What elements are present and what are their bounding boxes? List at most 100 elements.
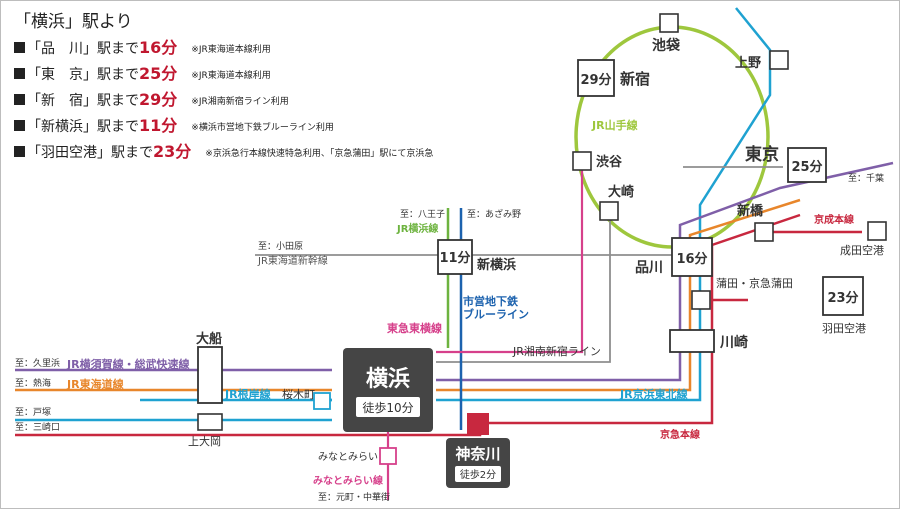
- info-row-note: ※京浜急行本線快速特急利用、「京急蒲田」駅にて京浜急: [205, 149, 434, 159]
- station-tokyo-name: 東京: [745, 144, 779, 165]
- label-blue-line-1: 市営地下鉄: [463, 294, 519, 308]
- bullet-square-icon: [14, 42, 25, 53]
- station-shinagawa-time: 16分: [676, 251, 707, 267]
- station-kamiooka-name: 上大岡: [188, 434, 221, 448]
- station-kawasaki-box[interactable]: [669, 329, 715, 353]
- label-yokosuka: JR横須賀線・総武快速線: [66, 357, 190, 371]
- info-row-label: 「品 川」駅まで: [27, 41, 139, 57]
- station-ofuna-name: 大船: [196, 331, 222, 347]
- label-shinkansen: JR東海道新幹線: [257, 254, 328, 267]
- direction-hachioji: 至：八王子: [400, 209, 445, 220]
- info-row-note: ※JR湘南新宿ライン利用: [191, 97, 289, 107]
- station-kamata-box[interactable]: [691, 290, 711, 310]
- toyoko-line: [436, 160, 584, 354]
- direction-misakiguchi: 至：三崎口: [15, 421, 60, 433]
- station-shimbashi-box[interactable]: [754, 222, 774, 242]
- station-osaki-name: 大崎: [608, 184, 634, 200]
- station-shinagawa-box[interactable]: [671, 237, 713, 277]
- info-row-minutes: 29分: [139, 90, 178, 109]
- station-shinjuku-time: 29分: [580, 72, 611, 88]
- station-ikebukuro-name: 池袋: [652, 37, 681, 54]
- info-title: 「横浜」駅より: [14, 12, 133, 32]
- station-yokohama-walk-badge: [356, 397, 420, 417]
- info-row-note: ※JR東海道本線利用: [191, 71, 271, 81]
- bullet-square-icon: [14, 68, 25, 79]
- station-kamata-name: 蒲田・京急蒲田: [716, 276, 793, 290]
- station-shinjuku-box[interactable]: [577, 59, 615, 97]
- station-ueno-box[interactable]: [769, 50, 789, 70]
- station-haneda-time: 23分: [827, 290, 858, 306]
- station-haneda-box[interactable]: [822, 276, 864, 316]
- station-shinyokohama-name: 新横浜: [477, 257, 516, 273]
- label-minatomirai: みなとみらい線: [313, 474, 383, 487]
- info-row-minutes: 23分: [153, 142, 192, 161]
- station-shibuya-box[interactable]: [572, 151, 592, 171]
- travel-time-info: 「横浜」駅より 「品 川」駅まで16分※JR東海道本線利用 「東 京」駅まで25…: [14, 12, 433, 166]
- info-row-label: 「新 宿」駅まで: [27, 93, 139, 109]
- station-tokyo-time: 25分: [791, 159, 822, 175]
- station-kanagawa-marker[interactable]: [467, 413, 489, 435]
- label-keihin: JR京浜東北線: [619, 387, 688, 401]
- station-osaki-box[interactable]: [599, 201, 619, 221]
- station-shibuya-name: 渋谷: [596, 154, 623, 170]
- station-haneda-name: 羽田空港: [822, 321, 866, 335]
- station-kamiooka-box[interactable]: [197, 413, 223, 431]
- station-minatomirai-name: みなとみらい: [318, 451, 378, 463]
- station-shinjuku-name: 新宿: [620, 70, 650, 88]
- info-row: 「品 川」駅まで16分※JR東海道本線利用: [14, 36, 433, 62]
- info-row-minutes: 25分: [139, 64, 178, 83]
- bullet-square-icon: [14, 120, 25, 131]
- station-shinagawa-name: 品川: [635, 260, 663, 276]
- info-row: 「新 宿」駅まで29分 ※JR湘南新宿ライン利用: [14, 88, 433, 114]
- info-row-label: 「東 京」駅まで: [27, 67, 139, 83]
- station-kawasaki-name: 川崎: [719, 334, 748, 351]
- negishi-line: [15, 398, 332, 422]
- label-toyoko: 東急東横線: [387, 321, 442, 335]
- station-shinyokohama-box[interactable]: [437, 239, 473, 275]
- info-row: 「羽田空港」駅まで23分 ※京浜急行本線快速特急利用、「京急蒲田」駅にて京浜急: [14, 140, 433, 166]
- label-yamanote: JR山手線: [591, 118, 638, 132]
- label-negishi: JR根岸線: [224, 387, 271, 401]
- station-kanagawa-walk: 徒歩2分: [460, 468, 496, 481]
- tokaido-line: [15, 198, 801, 392]
- station-narita-box[interactable]: [867, 221, 887, 241]
- direction-atami: 至：熱海: [15, 377, 51, 389]
- label-yokohama-line: JR横浜線: [396, 222, 438, 235]
- station-kanagawa-walk-badge: [455, 466, 501, 482]
- station-yokohama-walk: 徒歩10分: [362, 400, 413, 415]
- label-keisei: 京成本線: [814, 213, 854, 226]
- station-ikebukuro-box[interactable]: [659, 13, 679, 33]
- station-minatomirai-box[interactable]: [379, 447, 397, 465]
- info-row-note: ※JR東海道本線利用: [191, 45, 271, 55]
- label-shonan: JR湘南新宿ライン: [512, 344, 601, 358]
- station-ofuna-box[interactable]: [197, 346, 223, 404]
- direction-motomachi: 至：元町・中華街: [318, 491, 390, 503]
- station-kanagawa-name: 神奈川: [455, 445, 500, 463]
- direction-totsuka: 至：戸塚: [15, 407, 51, 418]
- station-shimbashi-name: 新橋: [737, 203, 764, 219]
- info-row-label: 「新横浜」駅まで: [27, 119, 139, 135]
- keihin-tohoku-line: [140, 7, 772, 402]
- shonan-shinjuku-line: [436, 166, 783, 363]
- direction-odawara: 至：小田原: [258, 241, 303, 252]
- station-sakuragicho-name: 桜木町: [282, 387, 315, 401]
- info-row-label: 「羽田空港」駅まで: [27, 145, 153, 161]
- bullet-square-icon: [14, 146, 25, 157]
- station-yokohama-name: 横浜: [366, 367, 410, 392]
- station-ueno-name: 上野: [735, 56, 761, 71]
- info-row: 「東 京」駅まで25分 ※JR東海道本線利用: [14, 62, 433, 88]
- label-tokaido: JR東海道線: [66, 377, 124, 391]
- direction-chiba: 至：千葉: [848, 172, 884, 184]
- label-keikyu: 京急本線: [660, 428, 700, 441]
- station-sakuragicho-box[interactable]: [313, 392, 331, 410]
- info-row-minutes: 11分: [139, 116, 178, 135]
- info-row: 「新横浜」駅まで11分※横浜市営地下鉄ブルーライン利用: [14, 114, 433, 140]
- label-blue-line-2: ブルーライン: [463, 307, 529, 321]
- direction-kurihama: 至：久里浜: [15, 357, 60, 369]
- bullet-square-icon: [14, 94, 25, 105]
- station-tokyo-box[interactable]: [787, 147, 827, 183]
- station-shinyokohama-time: 11分: [439, 250, 470, 266]
- station-narita-name: 成田空港: [840, 243, 884, 257]
